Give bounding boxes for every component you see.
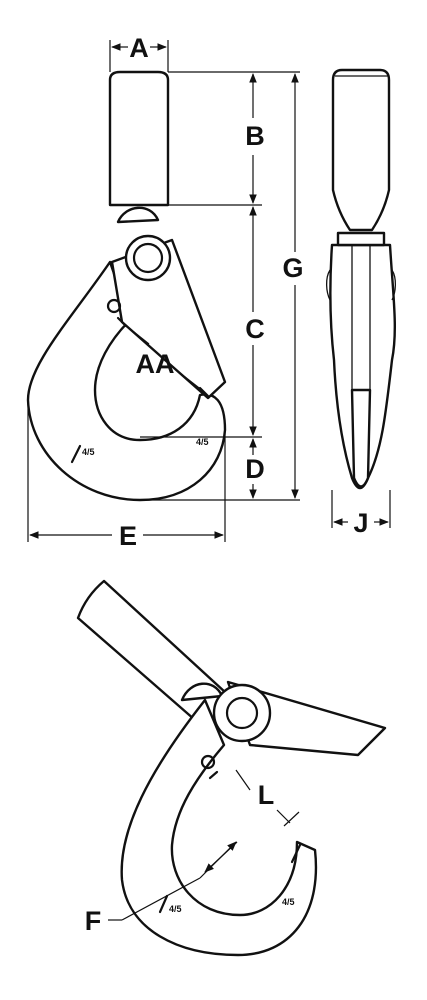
hook-shank	[108, 70, 170, 207]
label-c: C	[245, 314, 265, 344]
rivet	[106, 298, 122, 314]
label-d: D	[245, 454, 265, 484]
label-g: G	[282, 253, 303, 283]
grade-mark-bottom-left: 4/5	[169, 904, 182, 914]
open-dimensions	[108, 769, 300, 921]
open-pin-boss	[212, 683, 272, 743]
open-view: 4/5 4/5	[76, 579, 387, 957]
front-dimensions	[27, 40, 300, 542]
label-e: E	[119, 521, 137, 551]
grade-mark-left: 4/5	[82, 447, 95, 457]
side-dimensions	[331, 490, 391, 528]
label-j: J	[353, 508, 368, 538]
label-f: F	[85, 906, 102, 936]
grade-mark-bottom-right: 4/5	[282, 897, 295, 907]
side-tip	[350, 388, 372, 488]
label-b: B	[245, 121, 265, 151]
label-aa: AA	[136, 349, 175, 379]
label-a: A	[129, 33, 149, 63]
collar	[116, 206, 160, 224]
side-view	[325, 68, 397, 490]
open-rivet	[200, 754, 216, 770]
side-latch-plate	[336, 231, 386, 247]
open-hook-body	[120, 698, 318, 957]
side-shank	[331, 68, 391, 232]
pin	[132, 242, 164, 274]
pin-boss	[124, 234, 172, 282]
label-l: L	[258, 780, 275, 810]
front-view: 4/5 4/5	[26, 70, 227, 502]
open-pin	[225, 696, 259, 730]
grade-mark-right: 4/5	[196, 437, 209, 447]
